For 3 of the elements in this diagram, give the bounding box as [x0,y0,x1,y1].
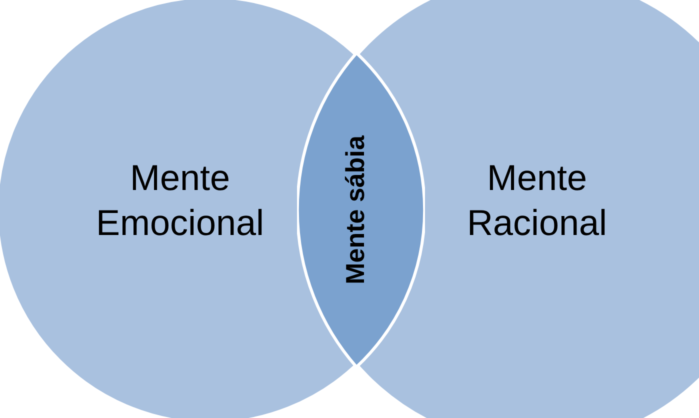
circle-label: Mente sábia [338,136,371,284]
circle-label: Mente Racional [466,156,608,245]
circle-label: Mente Emocional [94,156,266,245]
